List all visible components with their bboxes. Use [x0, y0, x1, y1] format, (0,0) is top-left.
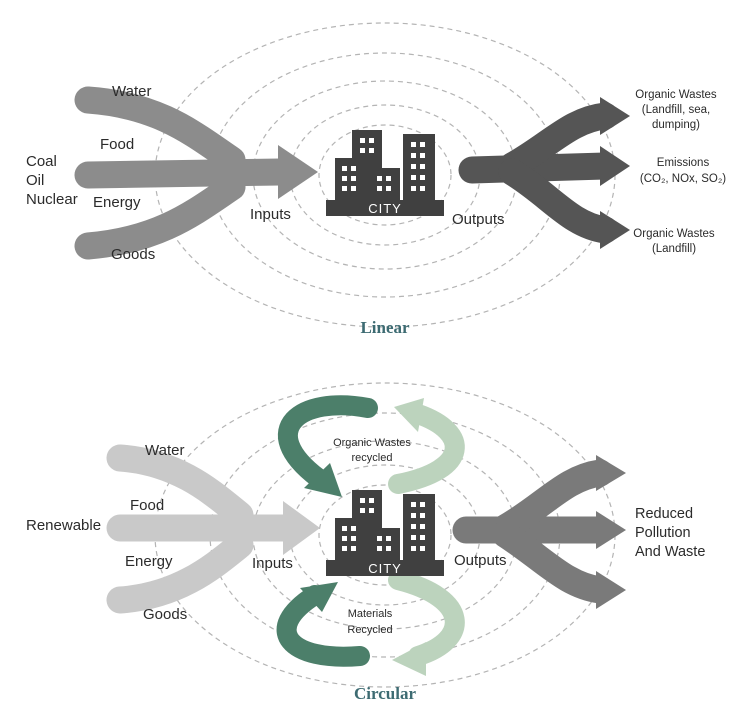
loop-bottom-line2: Recycled [347, 624, 392, 636]
circular-result-line3: And Waste [635, 544, 705, 560]
circular-input-labels: Renewable Water Food Energy Goods Inputs [26, 442, 293, 623]
linear-source-oil: Oil [26, 172, 44, 189]
linear-inputs-label: Inputs [250, 206, 291, 223]
linear-source-nuclear: Nuclear [26, 191, 78, 208]
circular-result-line1: Reduced [635, 506, 693, 522]
circular-loop-top-dark [277, 395, 378, 497]
circular-inputs-label: Inputs [252, 555, 293, 572]
circular-output-arrow [452, 459, 614, 604]
circular-loop-bottom-dark [276, 582, 370, 667]
linear-input-arrowhead [278, 145, 318, 199]
linear-output-arrowheads [600, 97, 630, 249]
linear-emissions-line2: (CO₂, NOx, SO₂) [640, 173, 726, 185]
circular-food-label: Food [130, 497, 164, 514]
circular-water-label: Water [145, 442, 184, 459]
linear-city-label: CITY [368, 201, 402, 216]
linear-organic-top-line2: (Landfill, sea, [642, 104, 710, 116]
circular-input-arrowhead [283, 501, 320, 555]
linear-energy-label: Energy [93, 194, 141, 211]
circular-source-label: Renewable [26, 517, 101, 534]
loop-top-line2: recycled [352, 452, 393, 464]
linear-water-label: Water [112, 83, 151, 100]
linear-emissions-line1: Emissions [657, 157, 710, 169]
loop-top-line1: Organic Wastes [333, 437, 411, 449]
circular-outputs-label: Outputs [454, 552, 507, 569]
circular-goods-label: Goods [143, 606, 187, 623]
circular-city-label: CITY [368, 561, 402, 576]
circular-panel: CITY Renewable Water Food Energy Goods I… [26, 382, 705, 703]
circular-input-arrow [106, 444, 299, 614]
linear-outputs-label: Outputs [452, 211, 505, 228]
circular-loop-labels: Organic Wastes recycled Materials Recycl… [333, 437, 411, 636]
loop-bottom-line1: Materials [348, 608, 393, 620]
circular-energy-label: Energy [125, 553, 173, 570]
linear-source-coal: Coal [26, 153, 57, 170]
linear-goods-label: Goods [111, 246, 155, 263]
linear-output-labels: Outputs Organic Wastes (Landfill, sea, d… [452, 89, 726, 255]
circular-loop-top-light [388, 398, 465, 494]
linear-panel: CITY Coal Oil Nuclear Water Food Energy … [26, 22, 726, 337]
linear-organic-bottom-line2: (Landfill) [652, 243, 696, 255]
linear-input-arrow [74, 86, 294, 260]
linear-output-arrow [458, 102, 619, 244]
circular-output-labels: Outputs Reduced Pollution And Waste [454, 506, 705, 569]
circular-output-arrowheads [596, 455, 626, 609]
linear-input-labels: Coal Oil Nuclear Water Food Energy Goods… [26, 83, 291, 263]
circular-title: Circular [354, 684, 416, 703]
linear-title: Linear [360, 318, 410, 337]
linear-food-label: Food [100, 136, 134, 153]
linear-organic-top-line3: dumping) [652, 119, 700, 131]
linear-organic-bottom-line1: Organic Wastes [633, 228, 715, 240]
linear-organic-top-line1: Organic Wastes [635, 89, 717, 101]
circular-loop-bottom-light [388, 570, 465, 676]
circular-result-line2: Pollution [635, 525, 691, 541]
